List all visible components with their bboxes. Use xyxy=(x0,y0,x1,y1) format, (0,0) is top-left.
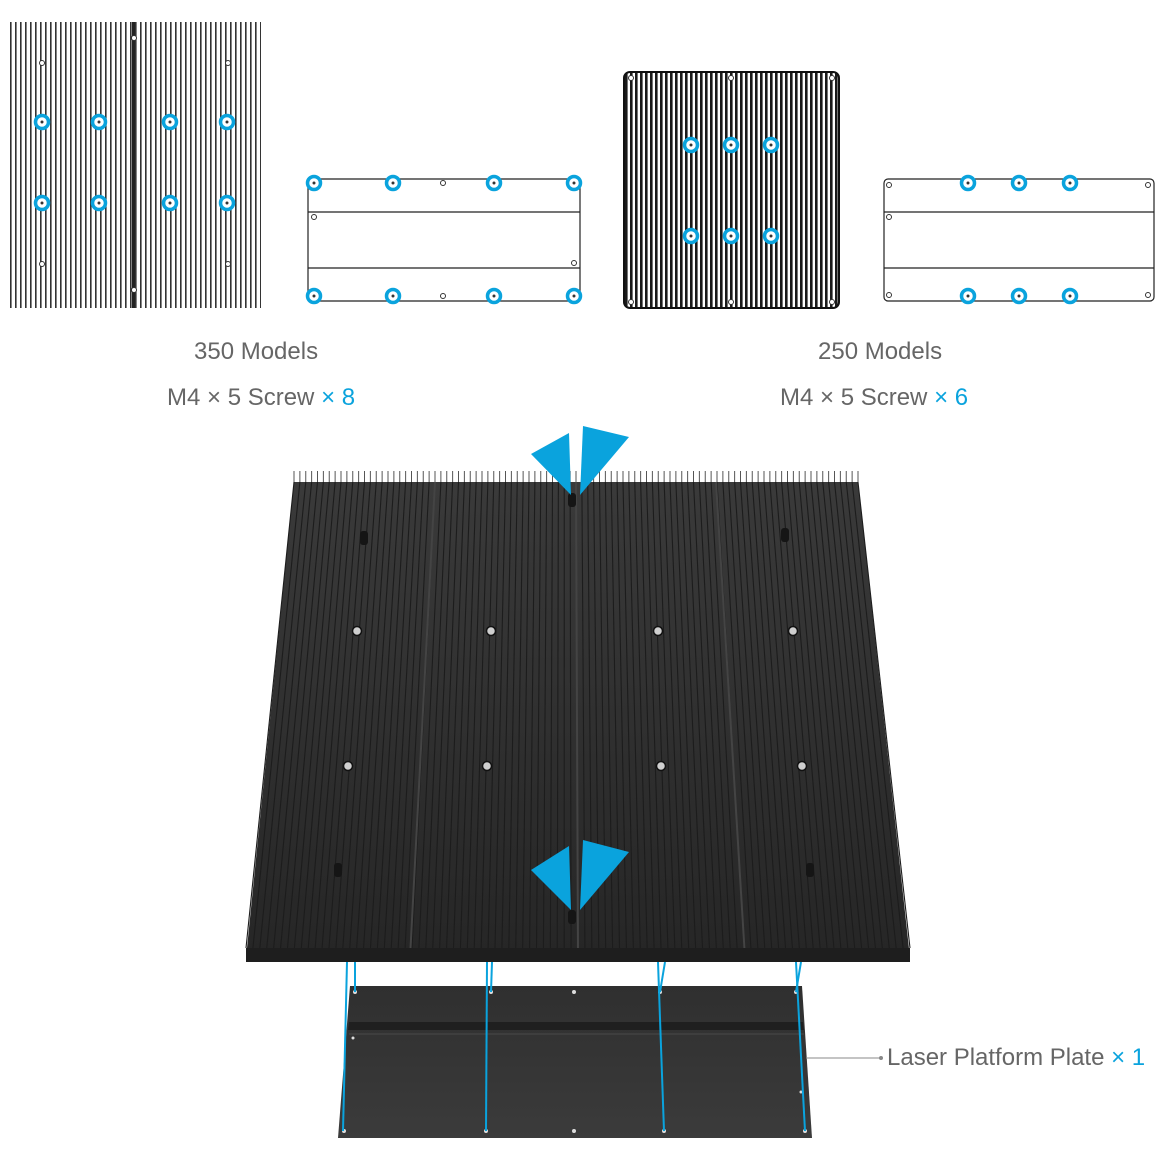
platform-plate-label: Laser Platform Plate × 1 xyxy=(887,1044,1145,1072)
model-350-screw-label: M4 × 5 Screw × 8 xyxy=(167,384,355,412)
screw-quantity: × 8 xyxy=(321,384,355,411)
plate-350-outline xyxy=(308,177,581,303)
model-350-title: 350 Models xyxy=(194,338,318,366)
screw-spec-text: M4 × 5 Screw xyxy=(780,384,927,411)
platform-plate-name: Laser Platform Plate xyxy=(887,1044,1104,1071)
model-250-title: 250 Models xyxy=(818,338,942,366)
laser-platform-plate xyxy=(338,986,812,1138)
screw-spec-text: M4 × 5 Screw xyxy=(167,384,314,411)
model-250-screw-label: M4 × 5 Screw × 6 xyxy=(780,384,968,412)
screw-quantity: × 6 xyxy=(934,384,968,411)
heatsink-perspective xyxy=(246,471,910,962)
plate-250-outline xyxy=(884,177,1154,303)
heatsink-250-topview xyxy=(624,72,839,308)
platform-plate-quantity: × 1 xyxy=(1111,1044,1145,1071)
heatsink-350-topview xyxy=(9,22,261,308)
leader-line xyxy=(806,1056,883,1060)
